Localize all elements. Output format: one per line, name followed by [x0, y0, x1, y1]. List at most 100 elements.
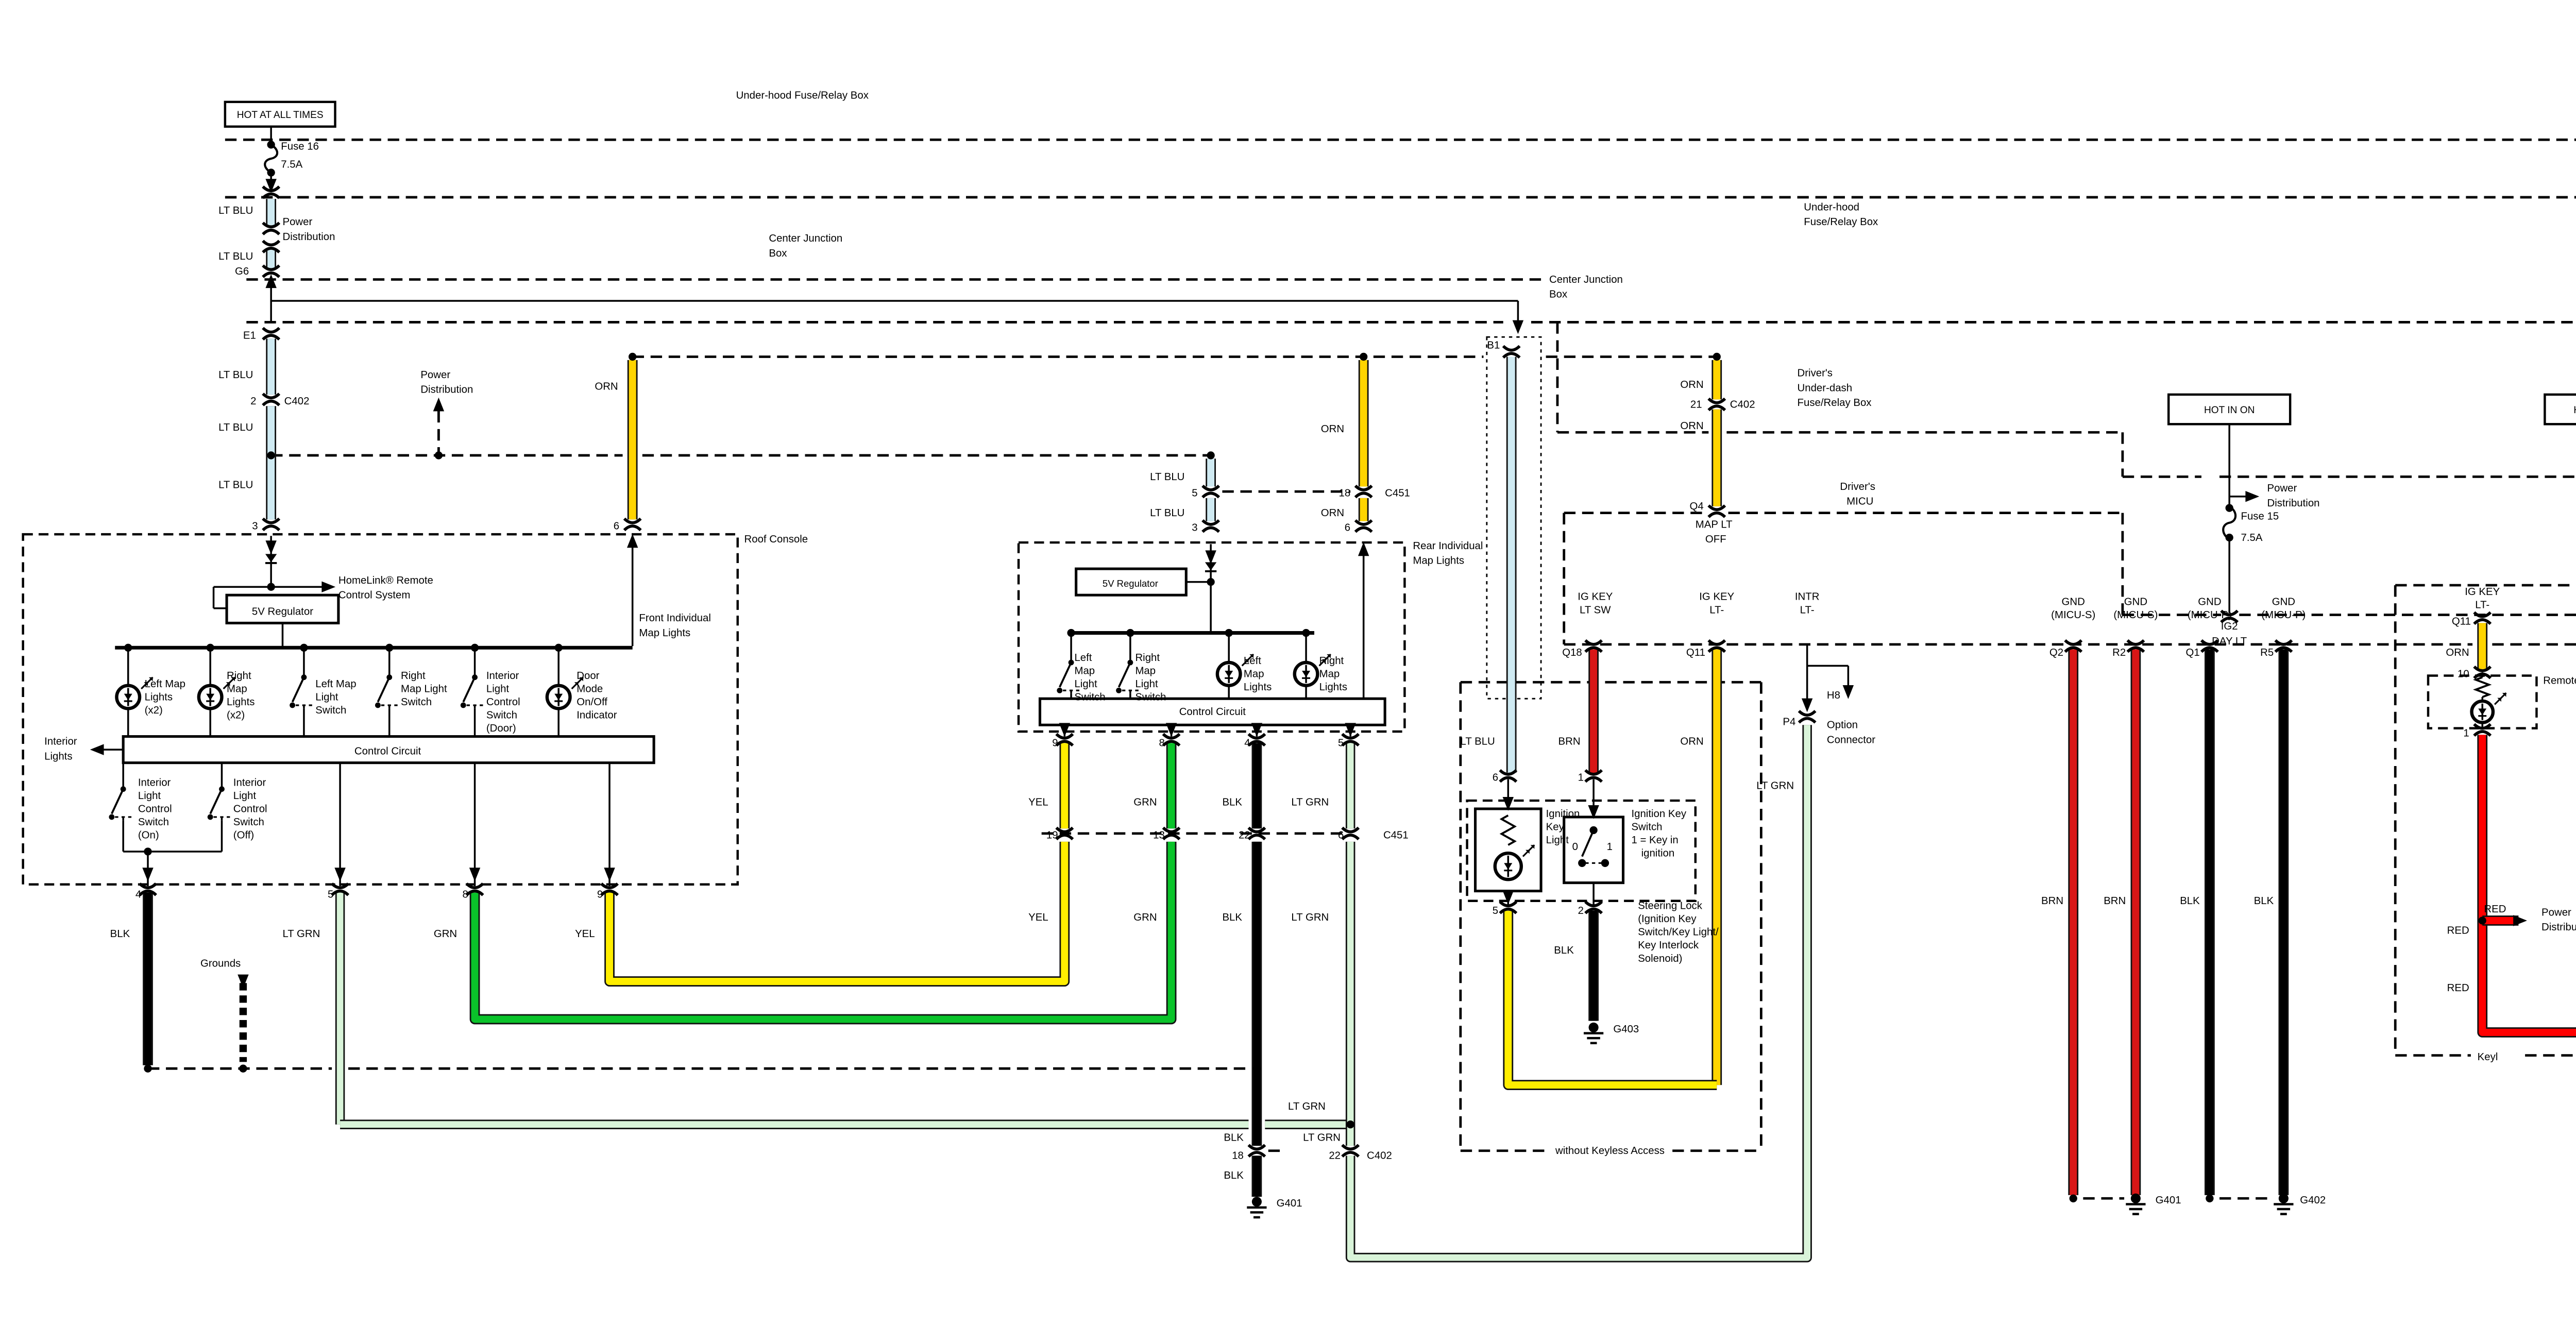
label: 5 [1493, 905, 1498, 916]
label: 8 [462, 889, 468, 900]
label: MICU [1846, 496, 1873, 507]
label: BLK [110, 928, 130, 940]
switch-icon [209, 788, 223, 814]
dashed-box [22, 533, 739, 886]
connector-pin [262, 399, 281, 406]
label: GRN [1133, 912, 1157, 923]
junction-dot [2069, 1194, 2077, 1202]
label: 3 [252, 521, 258, 532]
label: Control [486, 697, 520, 708]
connector-pin [1707, 639, 1726, 646]
label: G6 [235, 266, 249, 277]
label: Key Interlock [1638, 940, 1699, 951]
label: 18 [1232, 1150, 1244, 1162]
arrowhead [1502, 890, 1514, 905]
label: 2 [1578, 905, 1584, 916]
wire-outline [2477, 735, 2576, 1038]
junction-dot [1360, 352, 1368, 361]
ground-icon [1588, 1022, 1599, 1032]
label: Ignition Key [1631, 808, 1686, 820]
connector-pin [2200, 646, 2219, 653]
label: P4 [1783, 716, 1795, 727]
connector-pin [331, 889, 350, 896]
label: (Door) [486, 723, 516, 734]
label: Q11 [1686, 647, 1705, 658]
label: Map [1074, 665, 1095, 676]
label: BLK [1222, 912, 1242, 923]
connector-pin [262, 517, 281, 524]
label: G402 [2300, 1195, 2326, 1206]
hot-at-all-times-label: HOT AT ALL TIMES [237, 110, 324, 121]
junction-dot [124, 643, 132, 652]
connector-pin [1341, 1144, 1360, 1151]
label: (x2) [145, 705, 163, 716]
arrowhead [433, 397, 445, 412]
switch-icon [290, 702, 296, 708]
label: Interior [233, 777, 266, 788]
label: ORN [595, 381, 618, 392]
connector-pin [1247, 1151, 1266, 1158]
label: Connector [1827, 734, 1875, 745]
connector-pin [2274, 639, 2293, 646]
label: 9 [597, 889, 603, 900]
connector-pin [1499, 907, 1518, 914]
wire-outline [604, 841, 1070, 987]
connector-pin [262, 524, 281, 532]
label: 22 [1239, 829, 1250, 841]
label: Under-dash [1798, 382, 1853, 394]
label: Front Individual [639, 613, 710, 624]
connector-pin [1055, 826, 1074, 834]
label: ORN [1321, 507, 1344, 519]
label: 5V Regulator [1103, 578, 1158, 589]
hot-in-on-label: HOT IN ON [2204, 405, 2255, 416]
label: Switch [486, 709, 517, 721]
junction-dot [1207, 451, 1215, 460]
label: DAY LT [2212, 636, 2247, 647]
label: Map [1244, 669, 1264, 680]
arrowhead [1358, 542, 1369, 556]
label: YEL [1028, 797, 1048, 808]
label: Power [2267, 483, 2297, 494]
label: Fuse/Relay Box [1804, 216, 1878, 228]
switch-icon [109, 814, 115, 820]
arrowhead [90, 744, 104, 755]
label: Switch [233, 817, 264, 828]
label: Fuse 15 [2241, 511, 2279, 522]
label: Distribution [420, 384, 473, 396]
label: 3 [1192, 522, 1197, 534]
arrowhead [142, 868, 154, 882]
junction-dot [206, 643, 214, 652]
label: LT GRN [282, 928, 320, 940]
wire-yel [1504, 910, 1717, 1089]
label: BLK [1224, 1132, 1244, 1144]
junction-dot [1207, 577, 1215, 586]
connector-pin [1162, 740, 1181, 747]
connector-pin [2473, 723, 2492, 730]
connector-pin [1502, 345, 1521, 352]
connector-pin [2064, 639, 2083, 646]
label: Under-hood Fuse/Relay Box [736, 90, 869, 101]
label: Switch/Key Light/ [1638, 927, 1719, 938]
label: C402 [1730, 399, 1755, 410]
connector-pin [262, 393, 281, 400]
connector-pin [623, 517, 642, 524]
junction-dot [434, 451, 443, 460]
label: Lights [1319, 682, 1347, 693]
connector-pin [1201, 526, 1221, 533]
connector-pin [1499, 776, 1518, 783]
label: G401 [2156, 1195, 2181, 1206]
label: 2 [250, 396, 256, 407]
connector-pin [1584, 646, 1603, 653]
label: LT- [1709, 604, 1724, 616]
label: Map Light [401, 683, 447, 694]
label: Steering Lock [1638, 901, 1703, 912]
connector-pin [1201, 519, 1221, 526]
connector-pin [1341, 740, 1360, 747]
arrowhead [1345, 723, 1356, 737]
arrowhead [265, 274, 277, 288]
junction-dot [1589, 826, 1598, 835]
label: 8 [1159, 738, 1164, 749]
label: 5 [1338, 738, 1344, 749]
led-emission-icon [148, 677, 153, 682]
label: (MICU-P) [2261, 609, 2306, 621]
